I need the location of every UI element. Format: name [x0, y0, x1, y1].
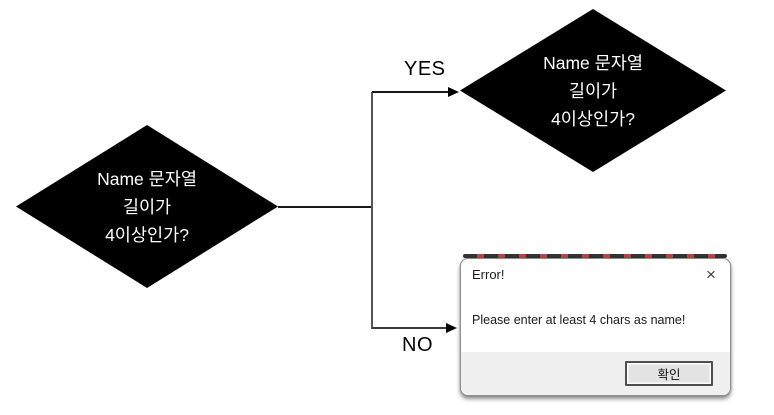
dialog-footer: 확인 [461, 352, 730, 395]
no-branch-line [372, 327, 448, 329]
yes-branch-label: YES [404, 58, 446, 80]
ok-button[interactable]: 확인 [625, 361, 713, 386]
decision-node-left-label: Name 문자열 길이가 4이상인가? [97, 168, 197, 245]
error-dialog: Error! × Please enter at least 4 chars a… [460, 258, 731, 396]
connector-stem-line [278, 206, 372, 208]
dialog-message: Please enter at least 4 chars as name! [472, 313, 686, 327]
dialog-body: Please enter at least 4 chars as name! [461, 289, 730, 352]
connector-vertical-line [371, 92, 373, 329]
decision-node-top: Name 문자열 길이가 4이상인가? [460, 9, 726, 172]
dialog-title: Error! [472, 266, 505, 282]
screenshot-artifact-strip [463, 254, 727, 258]
decision-node-left: Name 문자열 길이가 4이상인가? [16, 125, 278, 288]
yes-arrowhead-icon [448, 86, 459, 97]
close-icon[interactable]: × [706, 264, 716, 284]
dialog-titlebar: Error! × [461, 259, 730, 289]
no-branch-label: NO [402, 334, 433, 356]
no-arrowhead-icon [446, 322, 457, 333]
yes-branch-line [372, 91, 450, 93]
decision-node-top-label: Name 문자열 길이가 4이상인가? [543, 52, 643, 129]
